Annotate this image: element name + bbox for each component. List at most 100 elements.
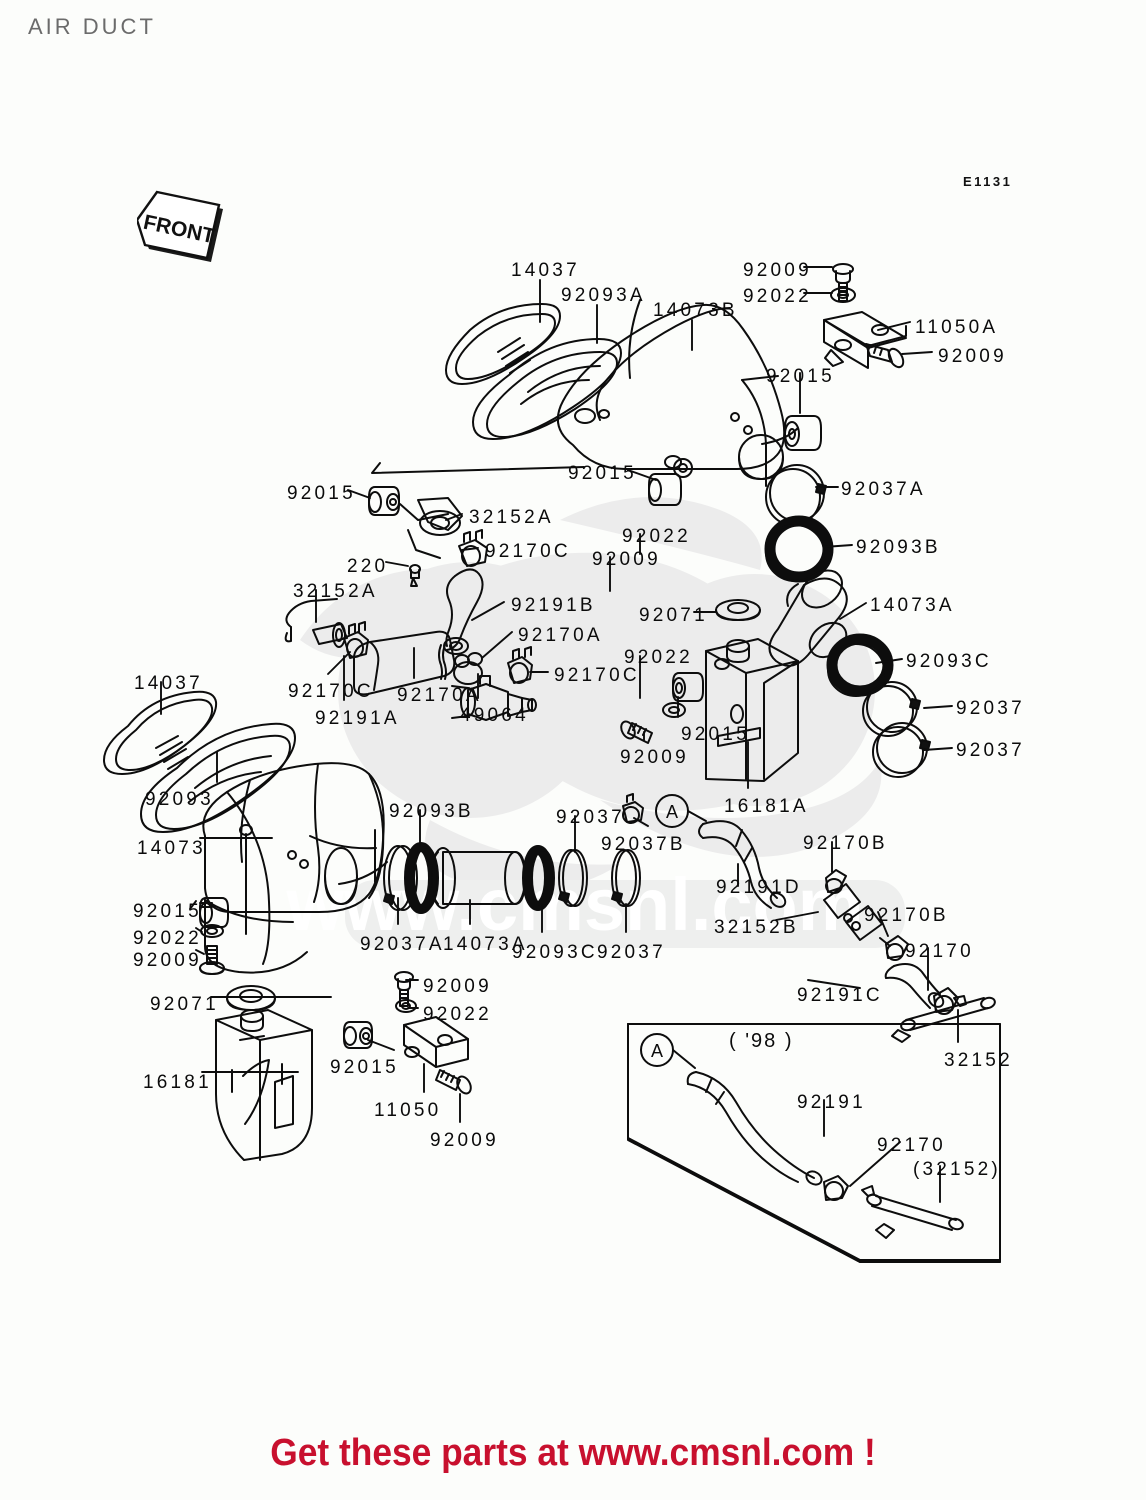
ref-marker-label-main: A [666,802,678,822]
part-callout-92009[interactable]: 92009 [592,549,661,570]
part-92037B-clamp [622,793,644,824]
part-callout-92015[interactable]: 92015 [330,1057,399,1078]
part-32152A-rod-upper [371,462,585,559]
part-callout-92170[interactable]: 92170 [905,941,974,962]
part-92015-grommet-left-stack [199,897,229,928]
part-callout-92022[interactable]: 92022 [622,526,691,547]
part-callout-32152A[interactable]: 32152A [293,581,378,602]
part-92015-grommet-right [784,415,822,451]
part-callout-92009[interactable]: 92009 [423,976,492,997]
part-49064-valve [451,675,537,721]
part-callout-92093C[interactable]: 92093C [512,942,598,963]
part-92015-grommet-lower [648,458,693,506]
part-92009-screw-top [832,263,854,302]
part-14073A-duct-right [768,569,848,667]
part-callout-92037A[interactable]: 92037A [841,479,926,500]
part-callout-32152B[interactable]: 32152B [714,917,799,938]
part-callout-14037[interactable]: 14037 [134,673,203,694]
part-callout-92037A[interactable]: 92037A [360,934,445,955]
part-callout-92170C[interactable]: 92170C [554,665,640,686]
inset-year-note: ( '98 ) [729,1030,794,1052]
part-callout-92022[interactable]: 92022 [624,647,693,668]
part-callout-92093B[interactable]: 92093B [856,537,941,558]
leader-lines [160,266,959,1203]
part-11050-bracket-left [403,1016,469,1068]
part-callout-92037[interactable]: 92037 [597,942,666,963]
part-callout-92170[interactable]: 92170 [877,1135,946,1156]
footer-cta[interactable]: Get these parts at www.cmsnl.com ! [270,1432,876,1474]
part-callout-92022[interactable]: 92022 [133,928,202,949]
part-callout-92170C[interactable]: 92170C [485,541,571,562]
part-callout-92170C[interactable]: 92170C [288,681,374,702]
part-callout-92037[interactable]: 92037 [556,807,625,828]
part-callout-92009[interactable]: 92009 [938,346,1007,367]
part-callout-92170A[interactable]: 92170A [397,685,482,706]
part-92071-grommet-upper [715,599,761,621]
part-callout-92015[interactable]: 92015 [681,724,750,745]
part-callout-92015[interactable]: 92015 [133,901,202,922]
part-callout-92191A[interactable]: 92191A [315,708,400,729]
part-callout-92009[interactable]: 92009 [620,747,689,768]
part-callout-14073B[interactable]: 14073B [653,300,738,321]
part-92015-grommet-bracket [343,1021,373,1049]
part-callout-92093B[interactable]: 92093B [389,801,474,822]
part-92071-grommet-left [226,985,276,1011]
part-16181A-body [705,638,799,782]
part-callout-92170A[interactable]: 92170A [518,625,603,646]
part-callout-92022[interactable]: 92022 [743,286,812,307]
part-callout-92009[interactable]: 92009 [430,1130,499,1151]
part-callout-92015[interactable]: 92015 [287,483,356,504]
part-callout-14037[interactable]: 14037 [511,260,580,281]
part-220-screw [409,564,421,587]
part-92093C-seal-right [826,633,894,697]
part-callout-32152[interactable]: 32152 [944,1050,1013,1071]
part-callout-16181[interactable]: 16181 [143,1072,212,1093]
part-92170C-clamp-upper [458,529,488,567]
part-92093C-seal-mid [522,845,555,911]
part-callout-14073A[interactable]: 14073A [870,595,955,616]
part-callout-49064[interactable]: 49064 [460,705,529,726]
part-11050A-bracket [823,311,907,369]
part-14073B-duct [556,299,799,487]
inset-box [627,1023,1001,1263]
part-callout-92071[interactable]: 92071 [150,994,219,1015]
part-callout-92191[interactable]: 92191 [797,1092,866,1113]
part-callout-92093C[interactable]: 92093C [906,651,992,672]
part-callout-92093[interactable]: 92093 [145,789,214,810]
part-92022-washer-top [830,287,856,303]
part-callout-16181A[interactable]: 16181A [724,796,809,817]
part-callout-92022[interactable]: 92022 [423,1004,492,1025]
diagram-code: E1131 [963,174,1013,189]
part-callout-11050A[interactable]: 11050A [915,317,999,338]
part-callout-11050[interactable]: 11050 [374,1100,442,1121]
part-callout-92015[interactable]: 92015 [568,463,637,484]
part-callout-92093A[interactable]: 92093A [561,285,646,306]
part-92009-screw-left-stack [199,945,225,975]
part-callout-92037[interactable]: 92037 [956,740,1025,761]
part-92191C-hose [884,963,945,1009]
page-title: AIR DUCT [28,14,156,39]
part-callout-92191B[interactable]: 92191B [511,595,596,616]
part-callout-14073A[interactable]: 14073A [443,934,528,955]
part-callout-32152A[interactable]: 32152A [469,507,554,528]
part-callout-92191C[interactable]: 92191C [797,985,883,1006]
ref-marker-label-inset: A [651,1041,663,1061]
part-16181-body-left [215,1009,313,1161]
part-callout-92009[interactable]: 92009 [743,260,812,281]
part-callout-32152[interactable]: (32152) [913,1159,1001,1180]
part-92037-ring-mid2 [611,849,641,907]
part-callout-92170B[interactable]: 92170B [864,905,949,926]
part-callout-92015[interactable]: 92015 [766,366,835,387]
part-callout-92071[interactable]: 92071 [639,605,708,626]
part-14037-left [103,690,218,775]
part-callout-92170B[interactable]: 92170B [803,833,888,854]
part-callout-220[interactable]: 220 [347,556,389,577]
part-callout-92009[interactable]: 92009 [133,950,202,971]
part-callout-92037[interactable]: 92037 [956,698,1025,719]
part-callout-92191D[interactable]: 92191D [716,877,802,898]
inset-hose-92191 [686,1071,823,1186]
part-92009-screw-bracket-right [435,1069,472,1095]
inset-clamp-92170 [823,1175,849,1201]
part-callout-92037B[interactable]: 92037B [601,834,686,855]
part-callout-14073[interactable]: 14073 [137,838,206,859]
